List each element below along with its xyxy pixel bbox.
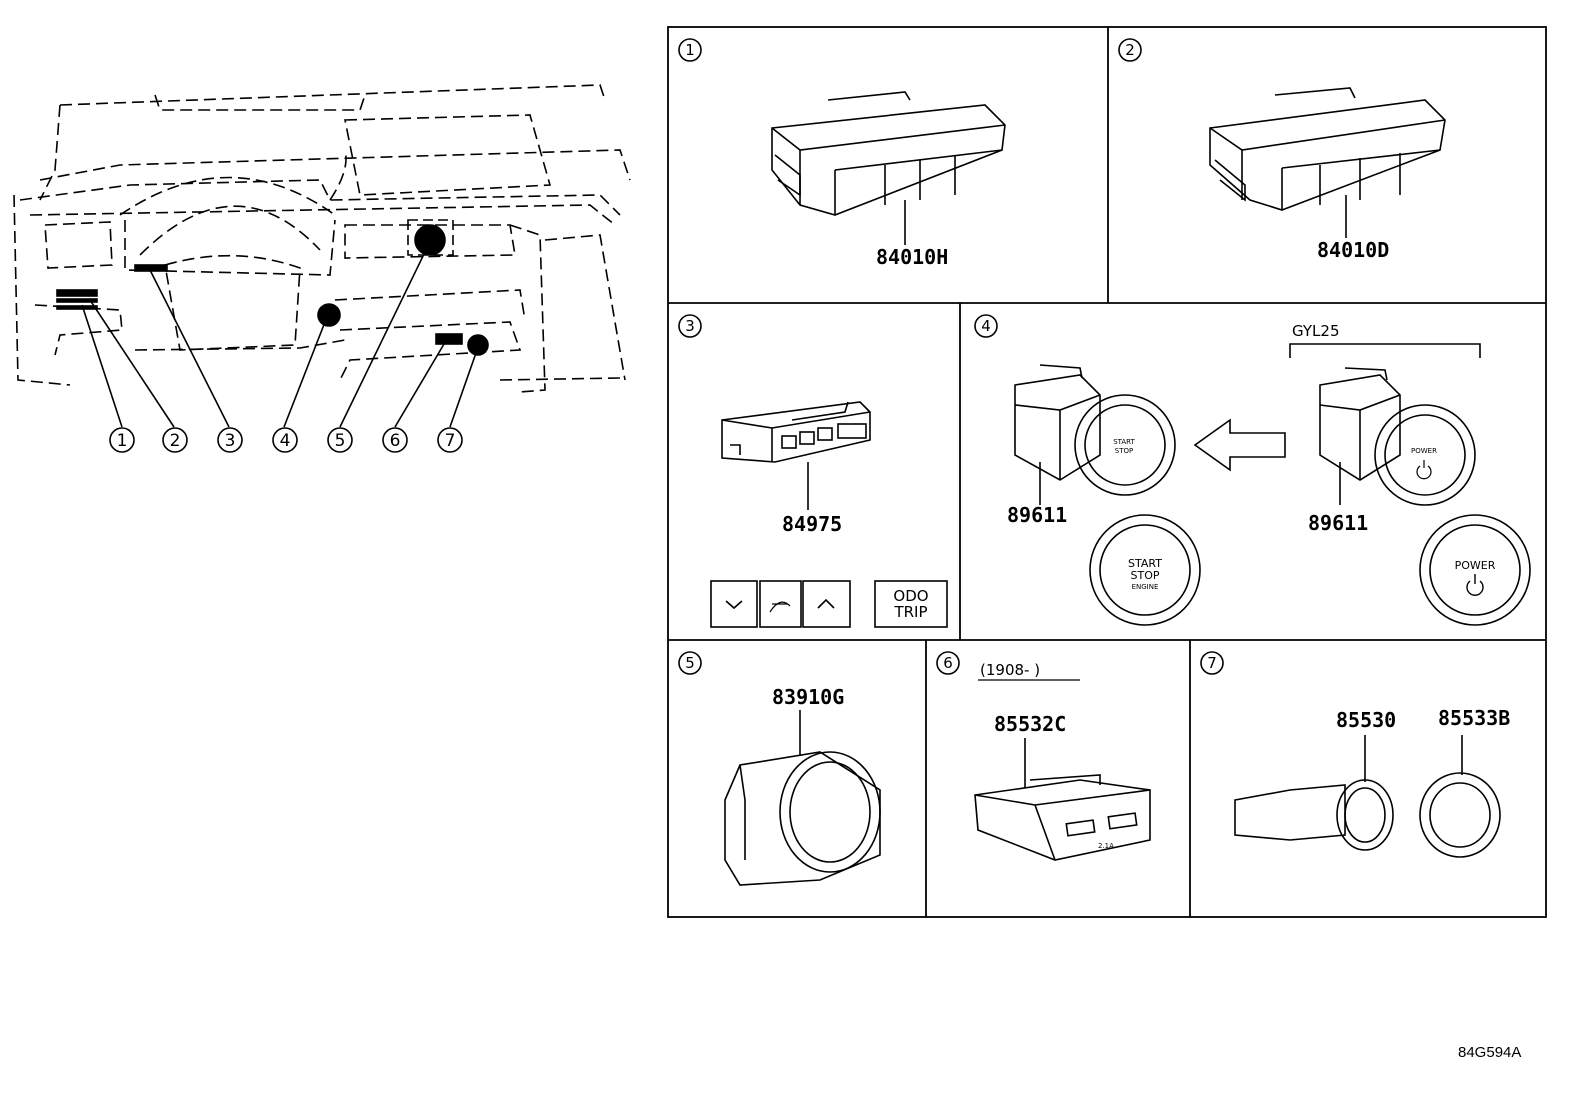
trip-label: TRIP	[893, 603, 927, 621]
part-number-85532C: 85532C	[994, 712, 1066, 736]
callout-6: 6	[390, 431, 401, 451]
panel-6-number: 6	[943, 654, 953, 672]
callout-3: 3	[225, 431, 236, 451]
figure-reference: 84G594A	[1458, 1044, 1521, 1061]
stop-text: STOP	[1131, 569, 1160, 582]
panel-grid	[667, 26, 1547, 918]
start-text-small: START	[1113, 438, 1135, 446]
callout-labels: 1 2 3 4 5 6 7	[117, 431, 456, 451]
usb-85532C-drawing	[974, 679, 1151, 861]
push-start-right-face	[1419, 514, 1531, 626]
panel-1-number: 1	[685, 41, 695, 59]
panel-7-number: 7	[1207, 654, 1217, 672]
socket-85530-drawing	[1234, 735, 1394, 851]
date-range-label: (1908- )	[980, 661, 1040, 679]
part-number-84975: 84975	[782, 512, 842, 536]
callout-2: 2	[170, 431, 181, 451]
start-text: START	[1128, 557, 1162, 570]
push-start-right-drawing	[1319, 367, 1476, 506]
panel-5-number: 5	[685, 654, 695, 672]
stop-text-small: STOP	[1115, 447, 1133, 455]
panel-numbers: 1 2 3 4 5 6 7	[685, 41, 1217, 672]
dashboard-overview	[13, 84, 631, 453]
panel-number-circles	[678, 38, 1224, 675]
usb-rating-label: 2.1A	[1098, 842, 1114, 850]
part-number-83910G: 83910G	[772, 685, 844, 709]
part-number-89611-right: 89611	[1308, 511, 1368, 535]
push-start-left-drawing	[1014, 364, 1176, 505]
part-number-85530: 85530	[1336, 708, 1396, 732]
callout-4: 4	[280, 431, 291, 451]
speaker-83910G-drawing	[724, 710, 881, 886]
switch-84010D-drawing	[1209, 87, 1446, 238]
switch-84975-drawing	[721, 401, 871, 510]
odo-label: ODO	[893, 587, 928, 605]
power-text: POWER	[1455, 559, 1496, 572]
callout-5: 5	[335, 431, 346, 451]
engine-text: ENGINE	[1132, 583, 1159, 591]
part-number-84010H: 84010H	[876, 245, 948, 269]
gyl25-label: GYL25	[1292, 322, 1339, 340]
panel-4-number: 4	[981, 317, 991, 335]
switch-84010H-drawing	[771, 91, 1006, 245]
meter-control-buttons	[710, 580, 948, 628]
power-text-small: POWER	[1411, 447, 1437, 455]
part-number-84010D: 84010D	[1317, 238, 1389, 262]
callout-7: 7	[445, 431, 456, 451]
callout-1: 1	[117, 431, 128, 451]
panel-2-number: 2	[1125, 41, 1135, 59]
part-number-89611-left: 89611	[1007, 503, 1067, 527]
arrow-icon	[1193, 418, 1286, 472]
part-number-85533B: 85533B	[1438, 706, 1510, 730]
panel-3-number: 3	[685, 317, 695, 335]
ring-85533B-drawing	[1419, 735, 1501, 858]
gyl25-bracket	[1289, 343, 1481, 358]
push-start-left-face	[1089, 514, 1201, 626]
